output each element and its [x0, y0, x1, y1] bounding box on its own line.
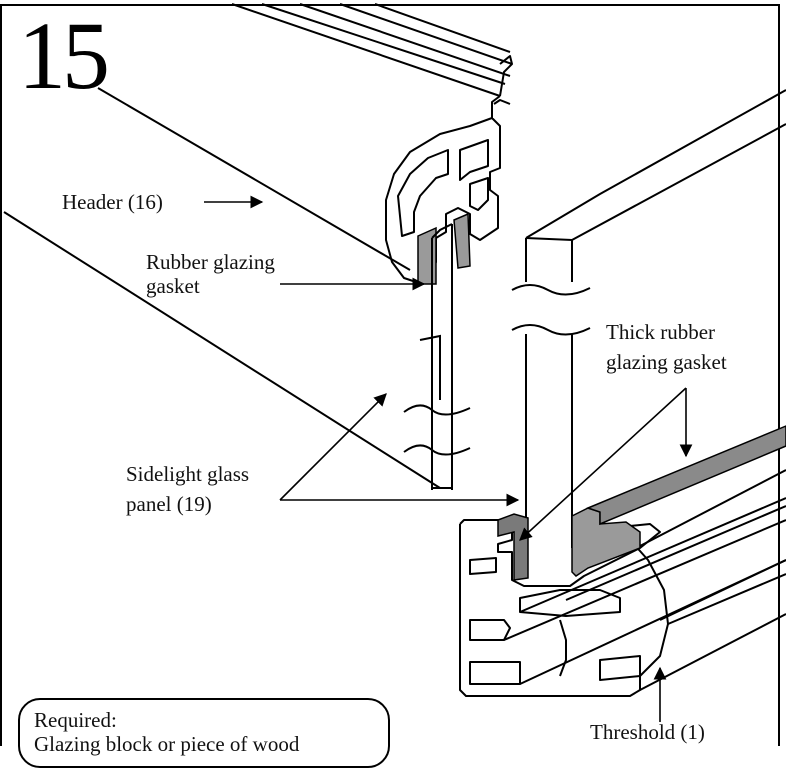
threshold-extrusion	[459, 439, 786, 697]
rubber-gasket-label-line1: Rubber glazing	[146, 250, 275, 274]
thick-gasket-arrow-left	[519, 387, 687, 541]
step-number: 15	[18, 2, 110, 109]
leader-arrows	[204, 195, 693, 722]
threshold-label: Threshold (1)	[590, 720, 705, 744]
header-label: Header (16)	[62, 190, 163, 214]
diagram-frame	[0, 4, 780, 746]
diagram-drawing	[3, 3, 786, 722]
glass-arrow-left	[279, 393, 387, 501]
rubber-gasket-label-line2: gasket	[146, 274, 200, 298]
glass-label-line1: Sidelight glass	[126, 462, 250, 486]
header-rubber-gasket	[417, 212, 471, 285]
glass-label-line2: panel (19)	[126, 492, 212, 516]
required-tools-box: Required: Glazing block or piece of wood	[18, 698, 390, 768]
sidelight-glass-panel	[511, 89, 786, 548]
header-extrusion	[3, 3, 513, 489]
required-item: Glazing block or piece of wood	[34, 732, 300, 756]
header-glass-edge	[403, 223, 471, 490]
required-title: Required:	[34, 708, 117, 732]
threshold-rubber-gaskets	[497, 425, 786, 581]
thick-gasket-label-line2: glazing gasket	[606, 350, 727, 374]
thick-gasket-label-line1: Thick rubber	[606, 320, 716, 344]
